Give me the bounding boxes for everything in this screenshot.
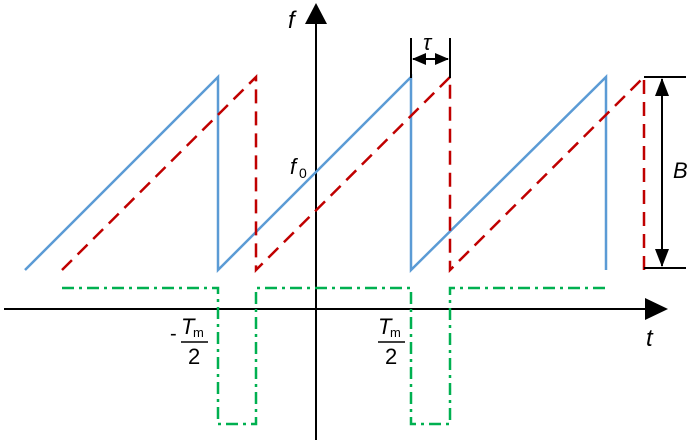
tau-label: τ	[423, 30, 433, 55]
neg-half-period-sign: -	[170, 323, 177, 345]
half-period-numerator: T	[378, 314, 393, 339]
half-period-subscript: m	[390, 325, 401, 340]
tau-arrow-left-icon	[412, 53, 426, 65]
bandwidth-arrow-bottom-icon	[655, 249, 669, 267]
neg-half-period-subscript: m	[193, 325, 204, 340]
neg-half-period-denominator: 2	[188, 344, 200, 369]
bandwidth-label: B	[673, 158, 688, 183]
f0-subscript: 0	[299, 165, 307, 181]
x-axis-arrow-icon	[645, 298, 668, 320]
received-signal	[61, 73, 646, 274]
bandwidth-arrow-top-icon	[655, 78, 669, 96]
y-axis-label: f	[288, 7, 297, 34]
f0-label: f	[290, 154, 299, 179]
y-axis-arrow-icon	[305, 3, 327, 24]
x-axis-label: t	[646, 325, 654, 352]
neg-half-period-numerator: T	[181, 314, 196, 339]
beat-signal	[62, 286, 606, 426]
half-period-denominator: 2	[385, 344, 397, 369]
tau-arrow-right-icon	[435, 53, 449, 65]
